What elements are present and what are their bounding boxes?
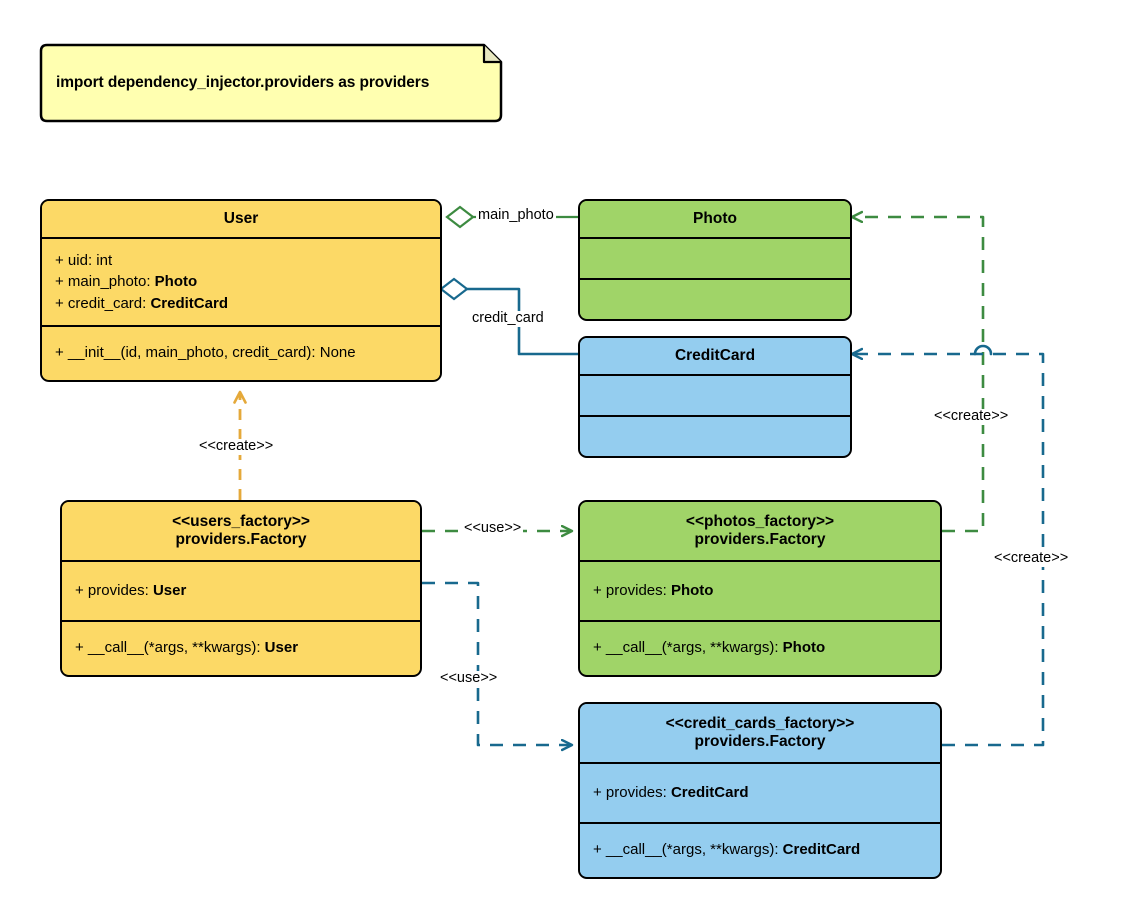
edge-label-use-photos-factory: <<use>>: [462, 520, 524, 537]
class-user-attribute: + uid: int: [55, 252, 113, 270]
class-user-operations: + __init__(id, main_photo, credit_card):…: [42, 327, 440, 379]
class-photo-attributes: [580, 239, 850, 280]
class-users-factory-name: providers.Factory: [175, 531, 307, 548]
class-users-factory-header: <<users_factory>> providers.Factory: [62, 502, 420, 562]
class-user[interactable]: User + uid: int + main_photo: Photo + cred…: [40, 199, 442, 382]
class-credit-card-attributes: [580, 376, 850, 417]
class-users-factory-stereotype: <<users_factory>>: [172, 512, 310, 530]
class-credit-cards-factory-attributes: + provides: CreditCard: [580, 764, 940, 824]
class-credit-cards-factory-name: providers.Factory: [694, 733, 826, 750]
class-photos-factory-stereotype: <<photos_factory>>: [685, 512, 835, 530]
class-users-factory[interactable]: <<users_factory>> providers.Factory + pr…: [60, 500, 422, 677]
class-credit-cards-factory-stereotype: <<credit_cards_factory>>: [665, 714, 855, 732]
class-user-attributes: + uid: int + main_photo: Photo + credit_ca…: [42, 239, 440, 327]
edge-label-create-credit-card: <<create>>: [992, 550, 1071, 567]
edge-label-create-photo: <<create>>: [932, 408, 1011, 425]
class-users-factory-operation: + __call__(*args, **kwargs): User: [75, 639, 299, 657]
class-user-attribute: + credit_card: CreditCard: [55, 294, 228, 312]
class-user-attribute: + main_photo: Photo: [55, 273, 198, 291]
class-credit-cards-factory-header: <<credit_cards_factory>> providers.Facto…: [580, 704, 940, 764]
class-users-factory-attributes: + provides: User: [62, 562, 420, 622]
class-user-operation: + __init__(id, main_photo, credit_card):…: [55, 344, 356, 362]
class-credit-card-operations: [580, 417, 850, 455]
class-credit-cards-factory[interactable]: <<credit_cards_factory>> providers.Facto…: [578, 702, 942, 879]
class-photos-factory-attributes: + provides: Photo: [580, 562, 940, 622]
note-import: import dependency_injector.providers as …: [38, 42, 504, 124]
class-credit-cards-factory-attribute: + provides: CreditCard: [593, 784, 749, 802]
class-photo-name: Photo: [693, 209, 737, 227]
edge-label-use-credit-cards-factory: <<use>>: [438, 670, 500, 687]
class-photo-header: Photo: [580, 201, 850, 239]
note-text: import dependency_injector.providers as …: [56, 74, 430, 91]
class-photo-operations: [580, 280, 850, 318]
edge-users-factory-use-credit-cards-factory: [422, 581, 572, 745]
class-user-name: User: [223, 209, 259, 227]
edge-photos-factory-create-photo: [852, 217, 985, 533]
edge-label-create-user: <<create>>: [197, 438, 276, 455]
class-photos-factory-operation: + __call__(*args, **kwargs): Photo: [593, 639, 826, 657]
note-shape: [39, 43, 503, 123]
class-users-factory-attribute: + provides: User: [75, 582, 187, 600]
class-users-factory-operations: + __call__(*args, **kwargs): User: [62, 622, 420, 674]
class-user-header: User: [42, 201, 440, 239]
class-credit-cards-factory-operations: + __call__(*args, **kwargs): CreditCard: [580, 824, 940, 876]
class-photos-factory-attribute: + provides: Photo: [593, 582, 714, 600]
edge-label-credit-card: credit_card: [470, 310, 546, 327]
class-photos-factory-operations: + __call__(*args, **kwargs): Photo: [580, 622, 940, 674]
class-credit-cards-factory-operation: + __call__(*args, **kwargs): CreditCard: [593, 841, 861, 859]
class-photos-factory-header: <<photos_factory>> providers.Factory: [580, 502, 940, 562]
class-photos-factory-name: providers.Factory: [694, 531, 826, 548]
class-photo[interactable]: Photo: [578, 199, 852, 321]
class-credit-card-name: CreditCard: [674, 346, 756, 364]
edge-label-main-photo: main_photo: [476, 207, 556, 224]
class-credit-card-header: CreditCard: [580, 338, 850, 376]
class-credit-card[interactable]: CreditCard: [578, 336, 852, 458]
class-photos-factory[interactable]: <<photos_factory>> providers.Factory + p…: [578, 500, 942, 677]
